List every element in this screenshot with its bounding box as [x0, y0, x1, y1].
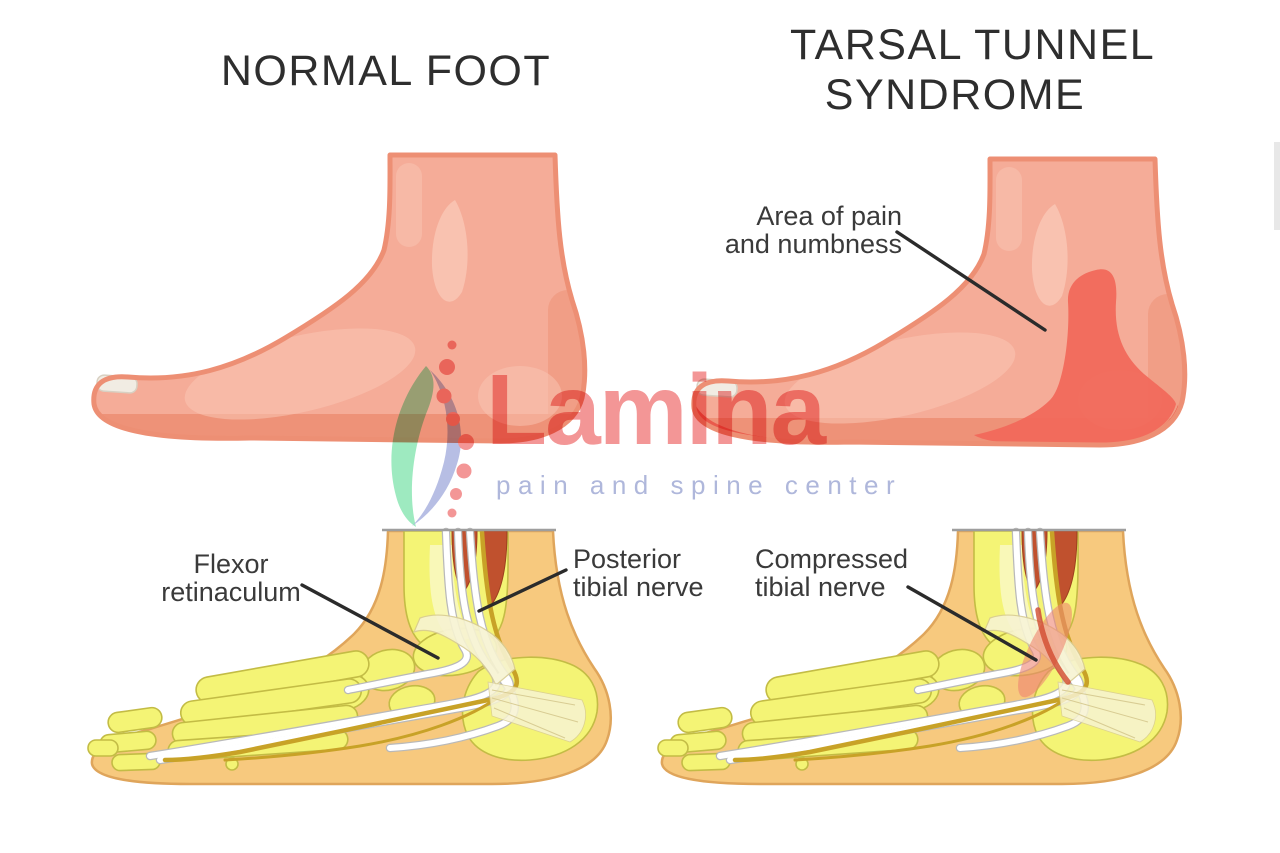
- tts-cross-section: [658, 530, 1181, 784]
- area-of-pain-line2: and numbness: [724, 229, 902, 259]
- pain-area-overlay: [974, 269, 1176, 444]
- posterior-line2: tibial nerve: [573, 572, 704, 602]
- flexor-retinaculum-label: Flexor retinaculum: [131, 550, 331, 606]
- leader-lines: [300, 230, 1047, 662]
- area-of-pain-leader-line: [895, 230, 1047, 332]
- area-of-pain-line1: Area of pain: [756, 201, 902, 231]
- normal-foot-title: NORMAL FOOT: [220, 47, 552, 95]
- tarsal-tunnel-title-line1: TARSAL TUNNEL: [790, 21, 1156, 69]
- logo-mark: [391, 340, 474, 527]
- leaf-green-icon: [391, 366, 434, 527]
- flexor-line2: retinaculum: [161, 577, 301, 607]
- tts-foot-illustration: [680, 159, 1200, 454]
- spine-dots-icon: [436, 340, 474, 518]
- compressed-line1: Compressed: [755, 544, 909, 574]
- tarsal-tunnel-title-line2: SYNDROME: [824, 71, 1086, 119]
- flexor-line1: Flexor: [193, 549, 269, 579]
- posterior-nerve-leader-line: [477, 568, 568, 613]
- compressed-nerve-leader-line: [906, 585, 1038, 662]
- compressed-nerve-segment: [1035, 607, 1071, 685]
- compressed-line2: tibial nerve: [755, 572, 886, 602]
- posterior-tibial-nerve-label: Posterior tibial nerve: [573, 545, 773, 601]
- flexor-retinaculum-leader-line: [300, 583, 440, 660]
- area-of-pain-label: Area of pain and numbness: [700, 202, 902, 258]
- lamina-logo-watermark: Lamina pain and spine center: [382, 338, 922, 528]
- compressed-tibial-nerve-label: Compressed tibial nerve: [755, 545, 975, 601]
- tarsal-tunnel-title: TARSAL TUNNEL SYNDROME: [790, 20, 1156, 120]
- edge-artifact: [1274, 142, 1280, 230]
- posterior-line1: Posterior: [573, 544, 682, 574]
- inflamed-area: [1018, 602, 1072, 698]
- leaf-lavender-icon: [412, 370, 462, 526]
- logo-name: Lamina: [486, 354, 826, 466]
- logo-tagline: pain and spine center: [496, 470, 903, 500]
